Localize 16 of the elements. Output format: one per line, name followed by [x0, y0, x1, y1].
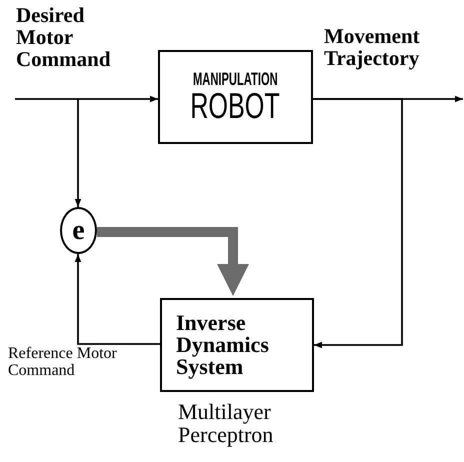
node-label: Inverse Dynamics System	[176, 312, 270, 378]
node-label: MANIPULATION	[193, 70, 278, 88]
node-label: ROBOT	[190, 88, 280, 124]
error-symbol: e	[72, 216, 85, 244]
signal-label: Movement Trajectory	[324, 25, 421, 70]
arrow	[313, 98, 403, 348]
arrow	[74, 99, 82, 207]
signal-label: Desired Motor Command	[16, 4, 112, 70]
node-caption: Multilayer Perceptron	[178, 400, 274, 446]
summing-junction-circle	[60, 207, 97, 254]
arrow	[97, 227, 249, 296]
process-box	[160, 298, 314, 392]
signal-label: Reference Motor Command	[8, 346, 118, 380]
arrow	[74, 254, 160, 345]
arrow	[15, 96, 158, 102]
process-box	[158, 50, 313, 144]
